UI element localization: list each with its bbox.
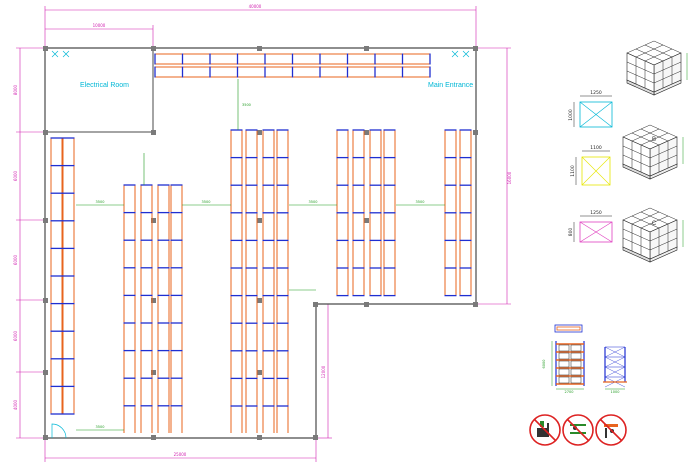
aisle-dim-1: 3500 bbox=[96, 200, 105, 204]
pallet-a-width: 1250 bbox=[590, 90, 602, 96]
pallet-load-a-3d bbox=[626, 40, 688, 96]
rack-column bbox=[140, 184, 153, 433]
dimension-lines bbox=[16, 6, 511, 462]
exit-door-swing bbox=[51, 423, 67, 439]
aisle-dim-5: 3500 bbox=[242, 103, 251, 107]
main-entrance-door bbox=[451, 50, 470, 58]
aisle-dim-4: 3500 bbox=[416, 200, 425, 204]
rack-front-width: 2700 bbox=[565, 390, 574, 394]
pallet-c-width: 1250 bbox=[590, 210, 602, 216]
rack-column bbox=[262, 129, 275, 433]
dim-left-4: 6000 bbox=[13, 330, 18, 341]
pallet-b-width: 1100 bbox=[590, 145, 602, 151]
pallet-plan-c bbox=[573, 215, 613, 243]
rack-column bbox=[383, 129, 396, 297]
room-label-electrical: Electrical Room bbox=[80, 82, 129, 89]
dim-left-5: 4000 bbox=[13, 399, 18, 410]
rack-column bbox=[50, 137, 63, 415]
pallet-load-b-3d bbox=[622, 124, 684, 180]
no-standing-sign-icon bbox=[595, 414, 627, 446]
rack-row bbox=[154, 53, 431, 65]
pallet-plan-b bbox=[575, 150, 611, 186]
aisle-dim-2: 3500 bbox=[202, 200, 211, 204]
dim-right-lower: 12000 bbox=[321, 365, 326, 378]
pallet-plan-a bbox=[573, 95, 613, 128]
rack-column bbox=[352, 129, 365, 297]
dim-right-upper: 16000 bbox=[507, 171, 512, 184]
pallet-label-c: C bbox=[652, 221, 657, 227]
rack-column bbox=[336, 129, 349, 297]
electrical-room-walls bbox=[45, 48, 154, 133]
pallet-c-depth: 800 bbox=[568, 228, 574, 237]
dim-left-2: 6000 bbox=[13, 170, 18, 181]
rack-column bbox=[369, 129, 382, 297]
rack-column bbox=[276, 129, 289, 433]
rack-column bbox=[444, 129, 457, 297]
dim-bottom-total: 25000 bbox=[174, 452, 187, 457]
rack-layout bbox=[50, 53, 472, 433]
rack-column bbox=[170, 184, 183, 433]
room-label-main-entrance: Main Entrance bbox=[428, 82, 473, 89]
dim-left-3: 6000 bbox=[13, 254, 18, 265]
aisle-dimensions bbox=[76, 79, 445, 431]
aisle-dim-6: 3500 bbox=[96, 425, 105, 429]
rack-column bbox=[157, 184, 170, 433]
pallet-label-b: B bbox=[652, 137, 656, 143]
pallet-a-depth: 1000 bbox=[568, 109, 574, 121]
rack-column bbox=[230, 129, 243, 433]
aisle-dim-3: 3500 bbox=[309, 200, 318, 204]
rack-beam-plan bbox=[554, 324, 583, 333]
no-climbing-sign-icon bbox=[562, 414, 594, 446]
dim-top-room: 10000 bbox=[93, 23, 106, 28]
dim-top-total: 40000 bbox=[249, 4, 262, 9]
structural-columns bbox=[43, 46, 478, 440]
dim-left-1: 8000 bbox=[13, 84, 18, 95]
rack-column bbox=[459, 129, 472, 297]
forklift-sign-icon bbox=[529, 414, 561, 446]
rack-row bbox=[154, 66, 431, 78]
pallet-load-c-3d bbox=[622, 207, 684, 263]
warehouse-outline bbox=[44, 47, 477, 439]
rack-height: 6000 bbox=[542, 360, 546, 369]
rack-side-width: 1000 bbox=[611, 390, 620, 394]
rack-front-elevation bbox=[551, 341, 585, 390]
rack-column bbox=[123, 184, 136, 433]
rack-side-elevation bbox=[603, 346, 627, 390]
pallet-b-depth: 1100 bbox=[570, 165, 576, 177]
rack-column bbox=[245, 129, 258, 433]
electrical-room-door bbox=[51, 50, 70, 58]
rack-column bbox=[62, 137, 75, 415]
